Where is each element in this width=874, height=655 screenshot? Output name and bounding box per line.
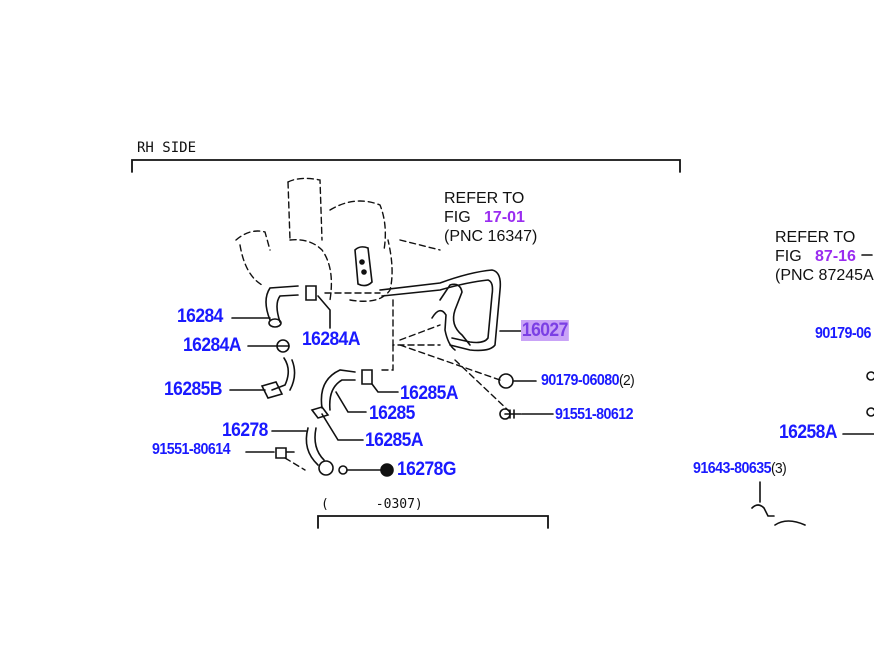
- refer-to-text: REFER TO: [444, 190, 525, 207]
- part-16278[interactable]: 16278: [222, 420, 268, 441]
- part-16278g[interactable]: 16278G: [397, 459, 456, 480]
- part-16258a[interactable]: 16258A: [779, 422, 837, 443]
- section-bracket: [131, 159, 681, 173]
- refer-to-text: REFER TO: [775, 229, 856, 246]
- pnc-text: (PNC 87245A: [775, 267, 874, 284]
- part-91643-80635[interactable]: 91643-80635(3): [693, 460, 787, 478]
- part-16284a[interactable]: 16284A: [183, 335, 241, 356]
- part-number[interactable]: 91643-80635: [693, 460, 772, 477]
- refer-note-left: REFER TO FIG 17-01 (PNC 16347): [444, 189, 537, 246]
- part-90179-06080[interactable]: 90179-06080(2): [541, 372, 635, 390]
- part-90179-06-cut[interactable]: 90179-06: [815, 325, 871, 342]
- part-16285[interactable]: 16285: [369, 403, 415, 424]
- part-91551-80612[interactable]: 91551-80612: [555, 406, 634, 423]
- part-16027-highlighted[interactable]: 16027: [521, 320, 569, 342]
- date-bracket: [317, 515, 549, 529]
- fig-prefix: FIG: [444, 209, 471, 226]
- quantity: (3): [770, 460, 787, 477]
- part-16285a[interactable]: 16285A: [365, 430, 423, 451]
- part-16284[interactable]: 16284: [177, 306, 223, 327]
- part-number[interactable]: 90179-06080: [541, 372, 620, 389]
- part-16285a[interactable]: 16285A: [400, 383, 458, 404]
- refer-note-right: REFER TO FIG 87-16 (PNC 87245A: [775, 228, 874, 285]
- section-title: RH SIDE: [137, 140, 197, 156]
- part-16284a[interactable]: 16284A: [302, 329, 360, 350]
- date-range-label: ( -0307): [321, 497, 423, 512]
- pnc-text: (PNC 16347): [444, 228, 538, 245]
- fig-link-17-01[interactable]: 17-01: [484, 209, 525, 226]
- part-16285b[interactable]: 16285B: [164, 379, 222, 400]
- fig-prefix: FIG: [775, 248, 802, 265]
- fig-link-87-16[interactable]: 87-16: [815, 248, 856, 265]
- part-91551-80614[interactable]: 91551-80614: [152, 441, 231, 458]
- quantity: (2): [618, 372, 635, 389]
- part-16027[interactable]: 16027: [521, 320, 569, 341]
